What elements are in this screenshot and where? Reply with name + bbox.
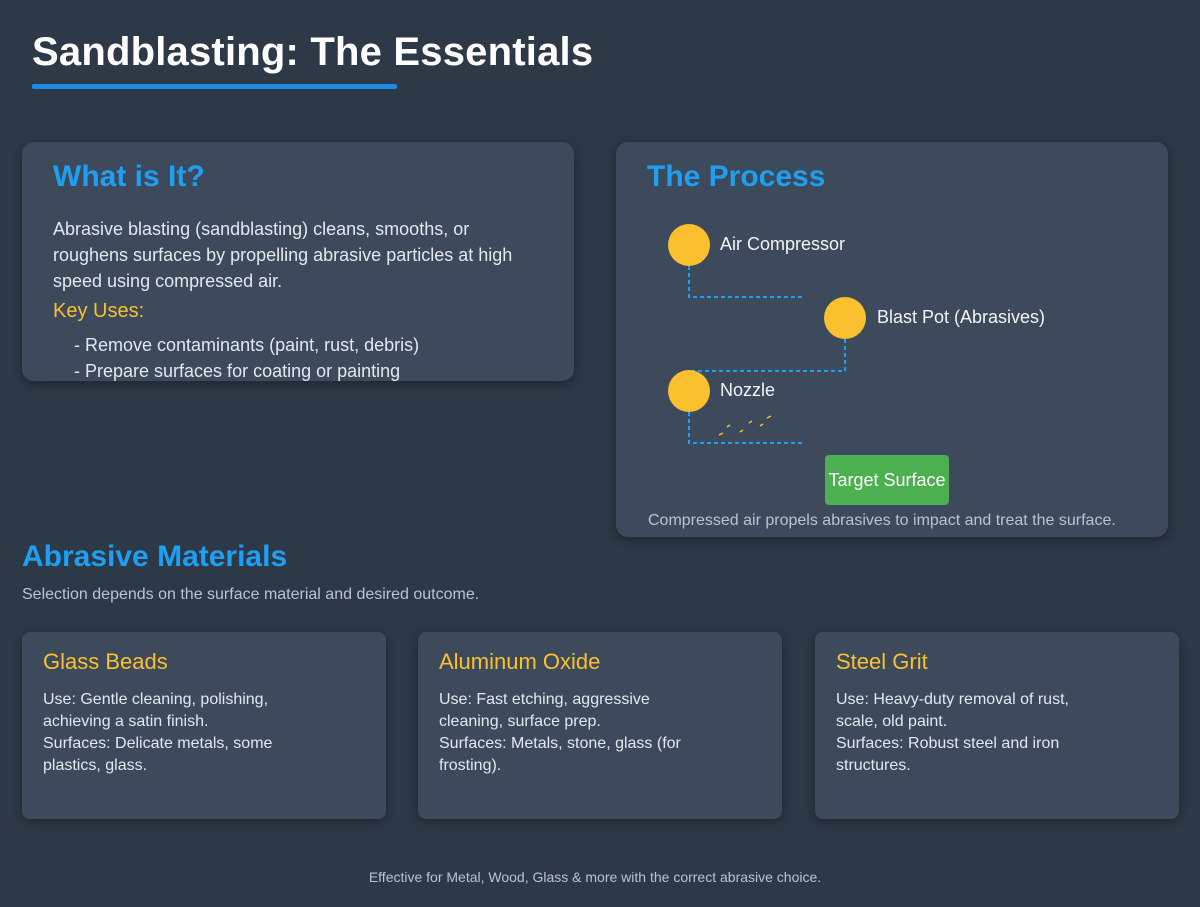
process-card: The Process Air Compressor Blast Pot (Ab… [616, 142, 1168, 537]
nozzle-node [668, 370, 710, 412]
connector-pot-to-nozzle [689, 339, 846, 372]
key-use-item: - Remove contaminants (paint, rust, debr… [74, 335, 420, 355]
connector-compressor-to-pot [688, 266, 804, 298]
material-name: Glass Beads [43, 649, 168, 674]
process-caption: Compressed air propels abrasives to impa… [648, 512, 1116, 529]
connector-nozzle-to-target [688, 412, 804, 444]
key-uses-list: - Remove contaminants (paint, rust, debr… [74, 332, 419, 384]
material-description: Use: Gentle cleaning, polishing, achievi… [43, 689, 313, 777]
process-heading: The Process [647, 160, 826, 193]
material-use: Use: Heavy-duty removal of rust, scale, … [836, 691, 1069, 730]
abrasive-materials-subtitle: Selection depends on the surface materia… [22, 586, 480, 603]
abrasive-materials-heading: Abrasive Materials [22, 540, 288, 573]
material-surfaces: Surfaces: Robust steel and iron structur… [836, 735, 1060, 774]
material-name: Steel Grit [836, 649, 928, 674]
material-description: Use: Heavy-duty removal of rust, scale, … [836, 689, 1106, 777]
air-compressor-node [668, 224, 710, 266]
abrasive-particles [718, 415, 772, 436]
material-surfaces: Surfaces: Metals, stone, glass (for fros… [439, 735, 681, 774]
what-is-it-description: Abrasive blasting (sandblasting) cleans,… [53, 219, 513, 291]
material-card-aluminum-oxide: Aluminum Oxide Use: Fast etching, aggres… [418, 632, 782, 819]
step-label-air-compressor: Air Compressor [720, 234, 846, 254]
material-card-steel-grit: Steel Grit Use: Heavy-duty removal of ru… [815, 632, 1179, 819]
material-description: Use: Fast etching, aggressive cleaning, … [439, 689, 709, 777]
material-surfaces: Surfaces: Delicate metals, some plastics… [43, 735, 273, 774]
material-card-glass-beads: Glass Beads Use: Gentle cleaning, polish… [22, 632, 386, 819]
process-diagram [668, 224, 866, 444]
material-name: Aluminum Oxide [439, 649, 601, 674]
step-label-nozzle: Nozzle [720, 380, 776, 400]
material-use: Use: Gentle cleaning, polishing, achievi… [43, 691, 269, 730]
step-label-blast-pot: Blast Pot (Abrasives) [877, 307, 1046, 327]
page-title: Sandblasting: The Essentials [32, 30, 594, 74]
key-uses-label: Key Uses: [53, 300, 145, 322]
what-is-it-card: What is It? Abrasive blasting (sandblast… [22, 142, 574, 381]
footer-note: Effective for Metal, Wood, Glass & more … [368, 869, 822, 885]
what-is-it-heading: What is It? [53, 160, 205, 193]
blast-pot-node [824, 297, 866, 339]
target-surface-box: Target Surface [825, 455, 949, 505]
title-underline [32, 84, 397, 89]
material-use: Use: Fast etching, aggressive cleaning, … [439, 691, 650, 730]
key-use-item: - Prepare surfaces for coating or painti… [74, 361, 401, 381]
